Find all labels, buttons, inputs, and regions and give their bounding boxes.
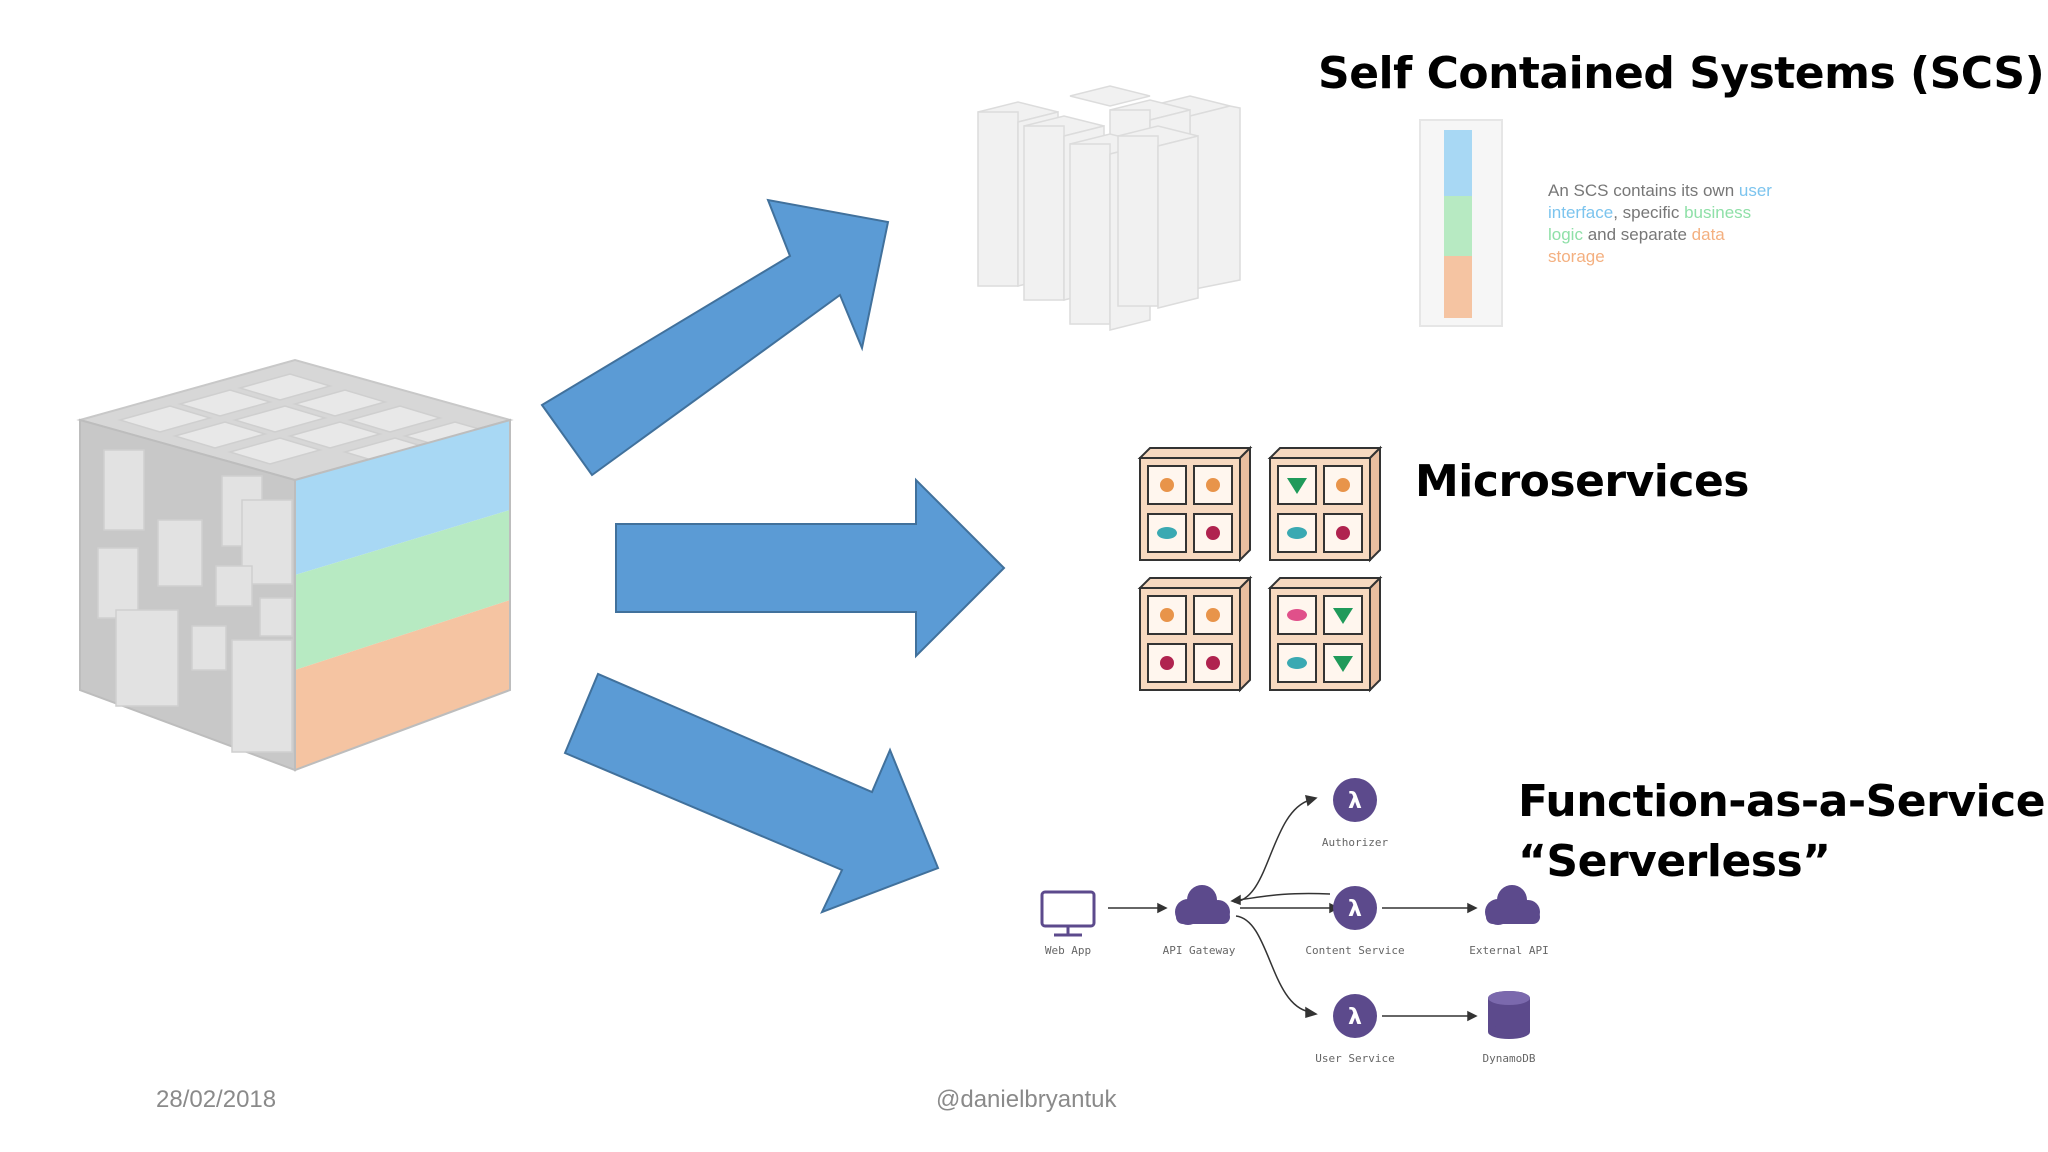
lambda-symbol: λ <box>1348 789 1362 814</box>
scs-note-ui: user interface <box>1548 181 1772 222</box>
scs-note-text: , specific <box>1613 203 1685 222</box>
faas-title: Function-as-a-Service <box>1518 776 2046 827</box>
scs-note-text: An SCS contains its own <box>1548 181 1739 200</box>
lambda-authorizer-icon <box>1333 778 1377 822</box>
scs-pillars <box>977 85 1241 331</box>
content-service-label: Content Service <box>1305 944 1405 957</box>
arrow-to-scs <box>540 198 890 477</box>
microservices-grid <box>1139 447 1381 691</box>
faas-diagram <box>1040 778 1540 1039</box>
microservices-title: Microservices <box>1415 456 1749 507</box>
external-api-cloud-icon <box>1485 885 1540 925</box>
web-app-label: Web App <box>1044 944 1092 957</box>
scs-description: An SCS contains its own user interface, … <box>1548 180 1778 268</box>
scs-title: Self Contained Systems (SCS) <box>1318 48 2045 99</box>
serverless-title: “Serverless” <box>1518 836 1831 887</box>
authorizer-label: Authorizer <box>1321 836 1389 849</box>
dynamodb-label: DynamoDB <box>1482 1052 1536 1065</box>
lambda-symbol: λ <box>1348 1005 1362 1030</box>
arrow-to-faas <box>563 672 940 914</box>
lambda-symbol: λ <box>1348 897 1362 922</box>
monitor-icon <box>1040 890 1096 937</box>
monolith-cube <box>76 358 514 772</box>
footer-handle: @danielbryantuk <box>936 1086 1117 1113</box>
lambda-user-icon <box>1333 994 1377 1038</box>
scs-note-storage: data storage <box>1548 225 1725 266</box>
api-gateway-cloud-icon <box>1175 885 1230 925</box>
scs-column <box>1419 119 1503 327</box>
user-service-label: User Service <box>1315 1052 1395 1065</box>
lambda-content-icon <box>1333 886 1377 930</box>
external-api-label: External API <box>1469 944 1549 957</box>
footer-date: 28/02/2018 <box>156 1086 277 1113</box>
arrow-to-microservices <box>615 477 1006 659</box>
scs-note-logic: business logic <box>1548 203 1752 244</box>
scs-note-text: and separate <box>1582 225 1692 244</box>
api-gateway-label: API Gateway <box>1162 944 1236 957</box>
